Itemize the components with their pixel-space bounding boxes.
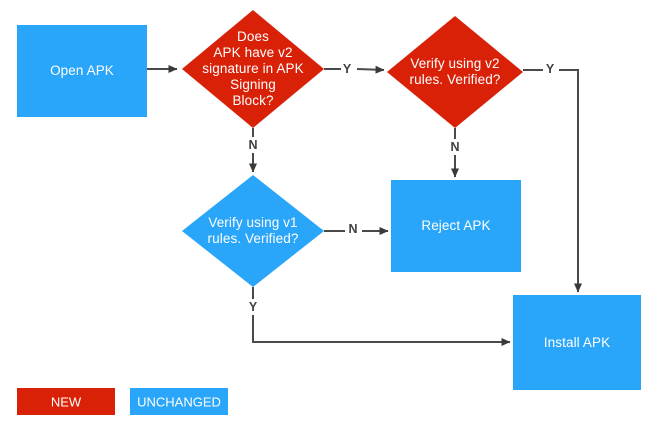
edge-label-verifyv1-no: N bbox=[348, 222, 358, 236]
node-open-apk-shape[interactable] bbox=[17, 25, 147, 117]
edge-label-v2check-yes: Y bbox=[342, 62, 352, 76]
edge-label-verifyv2-yes: Y bbox=[545, 62, 555, 76]
node-verify-v1-shape[interactable] bbox=[182, 175, 324, 287]
edge-v2check-yes bbox=[324, 65, 385, 74]
legend-item-unchanged: UNCHANGED bbox=[130, 388, 228, 415]
legend-item-new: NEW bbox=[17, 388, 115, 415]
node-reject-apk-shape[interactable] bbox=[391, 180, 521, 272]
edge-label-v2check-no: N bbox=[248, 138, 258, 152]
edge-label-verifyv1-yes: Y bbox=[248, 300, 258, 314]
edge-label-verifyv2-no: N bbox=[450, 140, 460, 154]
node-verify-v2-shape[interactable] bbox=[387, 16, 523, 128]
legend-unchanged-swatch bbox=[130, 388, 228, 415]
node-install-apk-shape[interactable] bbox=[513, 295, 641, 390]
legend: NEW UNCHANGED bbox=[0, 388, 657, 415]
edge-verifyv2-yes bbox=[523, 69, 582, 293]
edge-verifyv1-yes bbox=[252, 287, 511, 346]
legend-item-unchanged-label: UNCHANGED bbox=[137, 394, 221, 409]
node-has-v2-signature-shape[interactable] bbox=[182, 10, 324, 128]
legend-new-swatch bbox=[17, 388, 115, 415]
legend-item-new-label: NEW bbox=[50, 394, 82, 409]
